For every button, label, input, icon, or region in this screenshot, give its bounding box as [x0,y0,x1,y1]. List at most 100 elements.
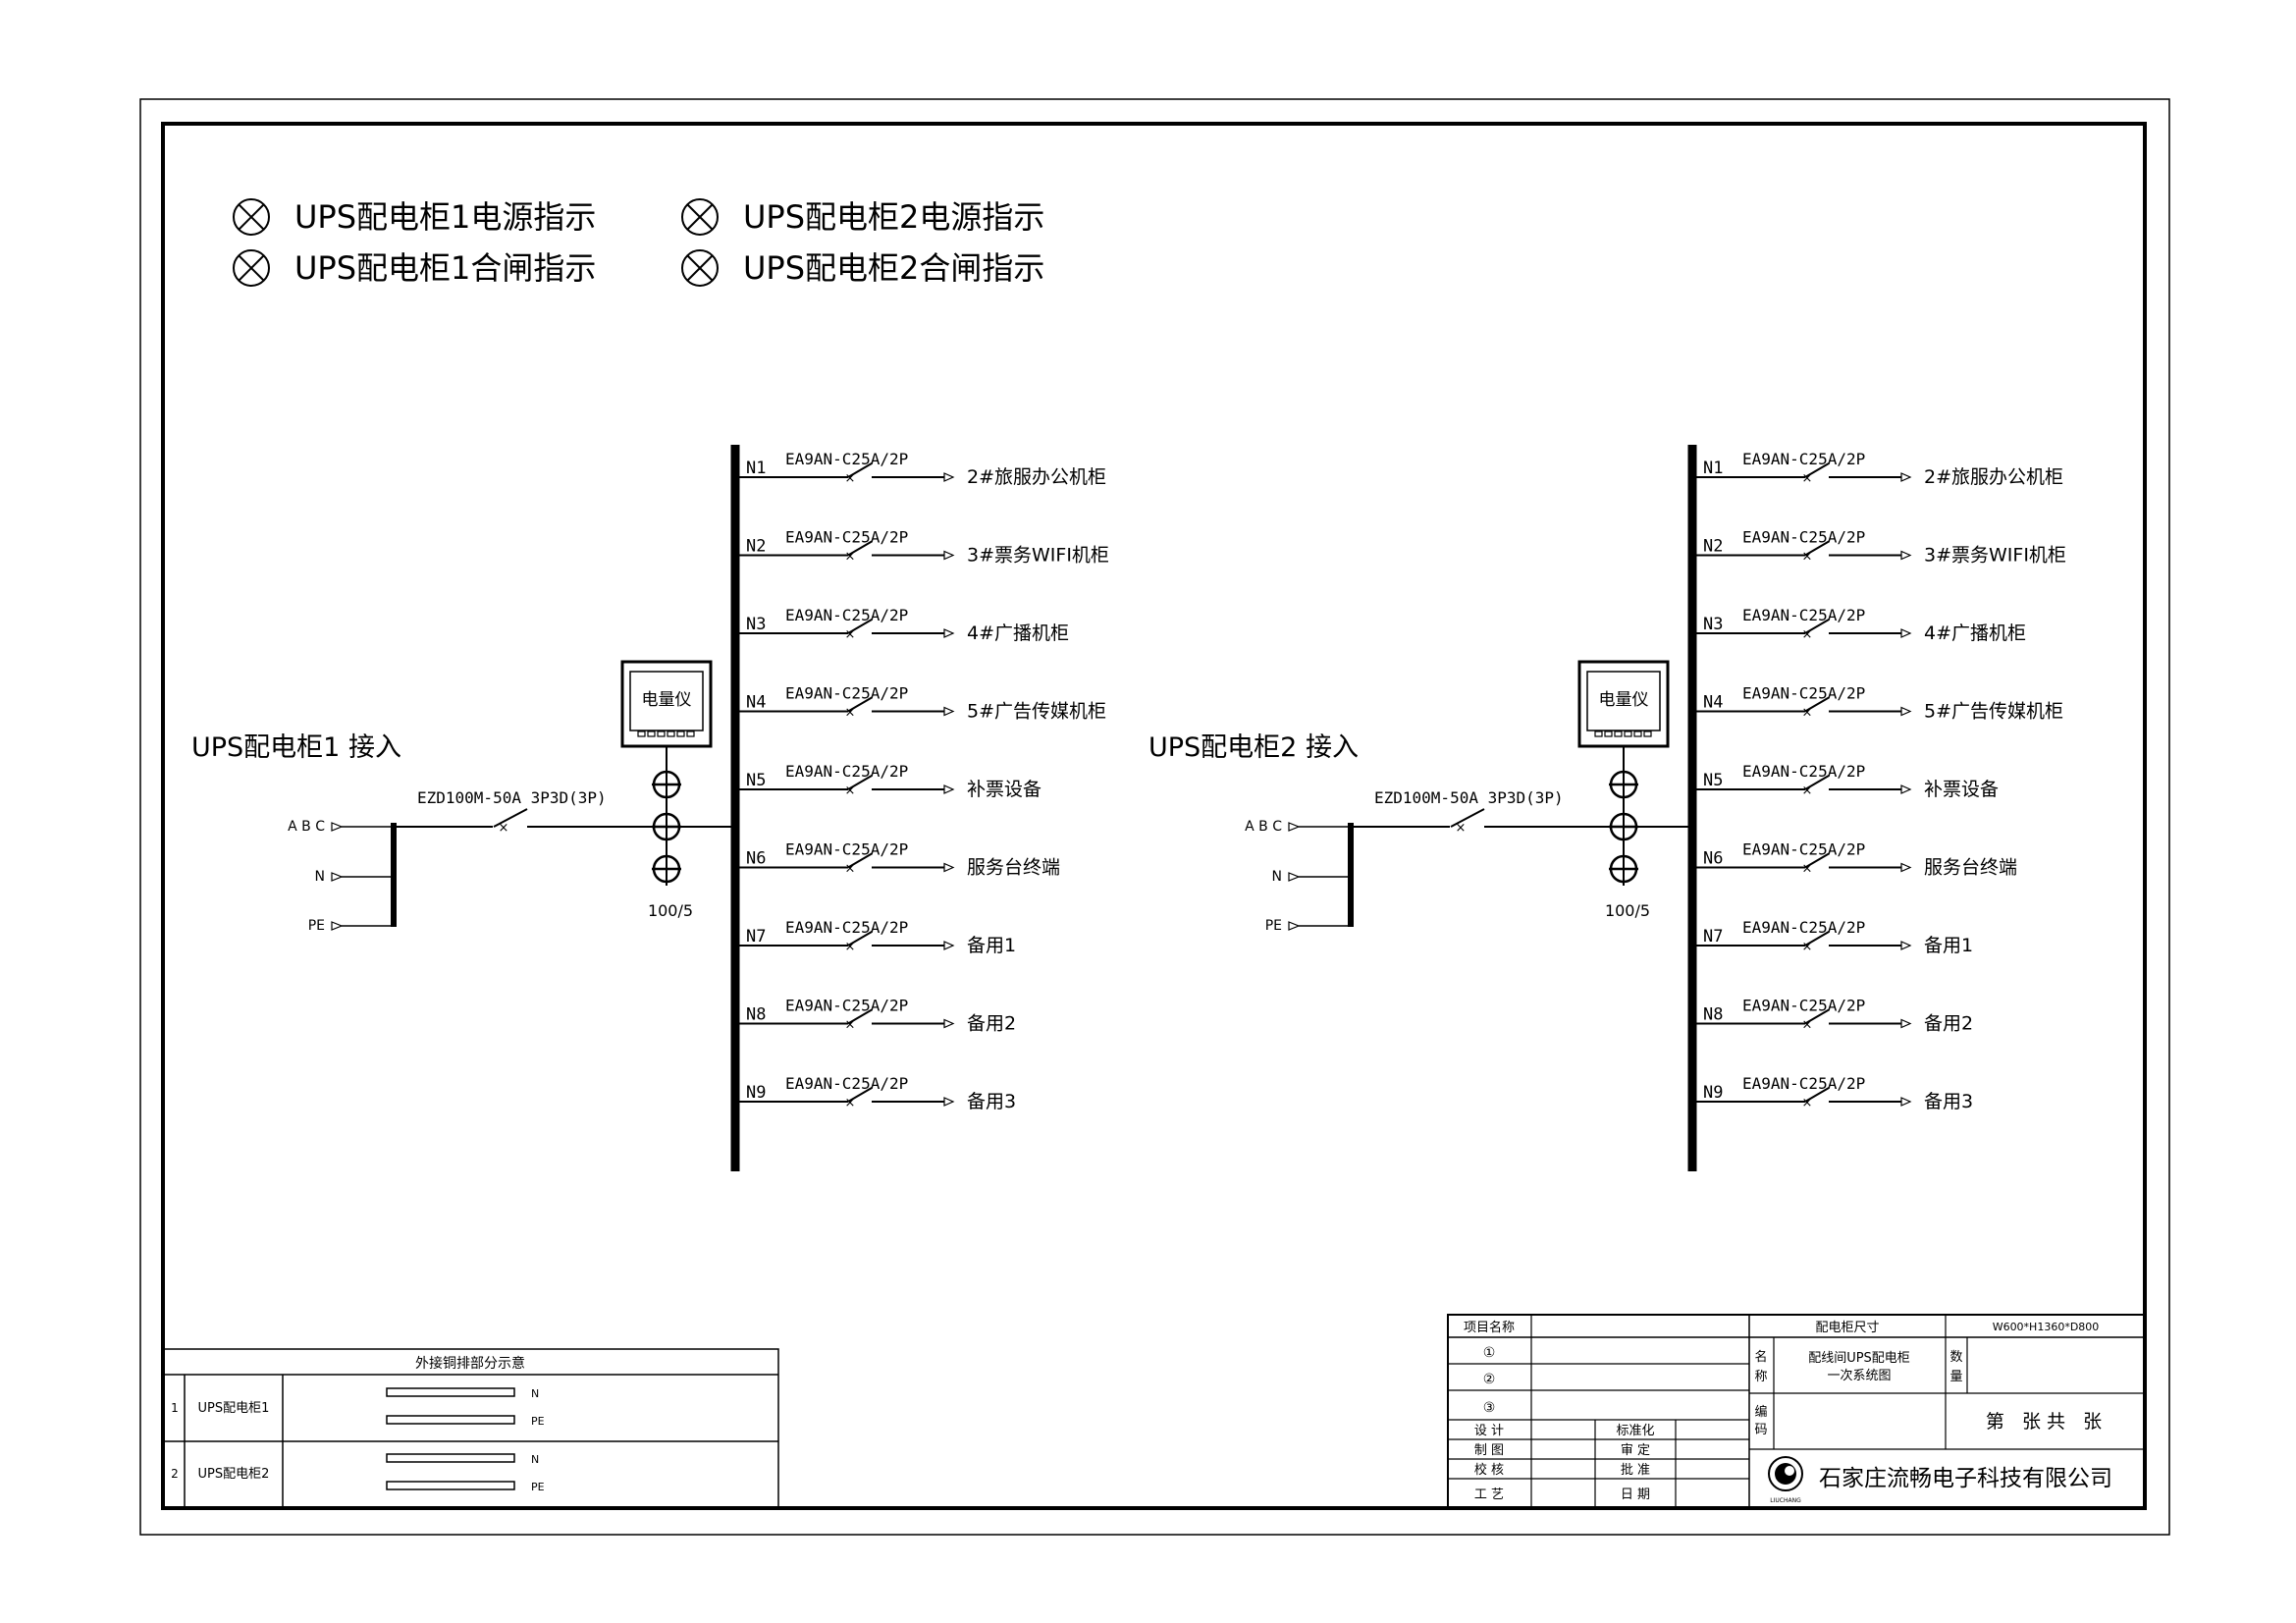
breaker-mark-icon: × [845,940,856,954]
circuit-id: N6 [1703,849,1723,869]
breaker-blade [1804,775,1830,790]
circuit-breaker-label: EA9AN-C25A/2P [1742,450,1865,468]
main-breaker-label: EZD100M-50A 3P3D(3P) [417,788,607,807]
breaker-mark-icon: × [845,862,856,877]
output-arrow-icon [943,1097,955,1107]
busbar-row-name: UPS配电柜2 [198,1467,270,1482]
sheet-count-text: 第 张 共 张 [1986,1411,2102,1433]
circuit-id: N6 [746,849,766,869]
breaker-mark-icon: × [1802,706,1813,721]
output-arrow-icon [1900,706,1912,717]
circuit-load-label: 备用2 [967,1013,1016,1035]
input-label: PE [308,918,325,934]
meter-button-icon [667,730,675,737]
ct-ratio-label: 100/5 [1605,901,1650,920]
breaker-blade [847,619,873,634]
breaker-mark-icon: × [845,1096,856,1110]
circuit-breaker-label: EA9AN-C25A/2P [785,1074,908,1093]
input-label: A B C [288,819,325,835]
project-name-label: 项目名称 [1464,1320,1515,1335]
name-label: 称 [1754,1370,1767,1384]
input-arrow-icon [1288,872,1301,882]
current-transformer-icon [652,770,681,799]
busbar-row-number: 2 [171,1467,179,1481]
busbar-table: 外接铜排部分示意 1 UPS配电柜1 N PE 2 UPS配电柜2 N PE [162,1348,779,1509]
role-date: 日 期 [1621,1488,1650,1502]
circuit-load-label: 备用3 [967,1091,1016,1112]
circuit-load-label: 服务台终端 [1924,857,2017,879]
meter-button-icon [657,730,666,737]
circuit-id: N4 [746,693,766,713]
circuit-id: N7 [746,927,766,947]
output-arrow-icon [943,862,955,873]
pe-busbar-shape [386,1415,515,1425]
breaker-mark-icon: × [845,706,856,721]
input-label: N [315,869,325,885]
input-arrow-icon [1288,822,1301,832]
circuit-id: N3 [746,615,766,634]
power-meter-label: 电量仪 [1599,690,1649,710]
circuit-load-label: 5#广告传媒机柜 [1924,701,2063,723]
circuit-id: N1 [746,459,766,478]
circuit-id: N8 [1703,1005,1723,1025]
breaker-blade [847,540,873,557]
busbar-label-n: N [531,1387,539,1400]
cabinet-title: UPS配电柜2 接入 [1148,732,1359,763]
breaker-mark-icon: × [845,627,856,642]
circuit-load-label: 备用1 [967,935,1016,956]
output-arrow-icon [943,550,955,561]
circuit-breaker-label: EA9AN-C25A/2P [1742,606,1865,624]
breaker-blade [1804,540,1830,557]
breaker-mark-icon: × [845,471,856,486]
company-name: 石家庄流畅电子科技有限公司 [1819,1466,2112,1491]
current-transformer-icon [1609,854,1638,884]
circled-item-3: ③ [1483,1400,1496,1416]
main-breaker-label: EZD100M-50A 3P3D(3P) [1374,788,1564,807]
busbar-label-pe: PE [531,1481,545,1493]
breaker-blade [1804,696,1830,713]
circuit-load-label: 备用2 [1924,1013,1973,1035]
output-arrow-icon [1900,628,1912,638]
circuit-load-label: 备用3 [1924,1091,1973,1112]
legend-item-cabinet2-closing: UPS配电柜2合闸指示 [743,249,1044,287]
role-drafting: 制 图 [1474,1443,1504,1458]
circled-item-1: ① [1483,1345,1496,1361]
circuit-id: N2 [746,537,766,557]
meter-button-icon [637,730,646,737]
output-arrow-icon [1900,941,1912,950]
breaker-blade [847,462,873,478]
circuit-id: N5 [1703,771,1723,790]
current-transformer-icon [652,854,681,884]
main-breaker-blade [1450,808,1485,828]
circuit-breaker-label: EA9AN-C25A/2P [1742,762,1865,781]
qty-label: 量 [1949,1370,1962,1384]
role-standardization: 标准化 [1616,1424,1654,1438]
circuit-id: N8 [746,1005,766,1025]
meter-button-icon [1643,730,1652,737]
input-label: N [1272,869,1282,885]
n-busbar-shape [386,1453,515,1463]
circuit-breaker-label: EA9AN-C25A/2P [1742,918,1865,937]
meter-button-icon [686,730,695,737]
busbar-table-title: 外接铜排部分示意 [415,1355,525,1372]
output-arrow-icon [943,628,955,638]
input-arrow-icon [331,872,344,882]
breaker-blade [1804,1008,1830,1025]
breaker-blade [847,775,873,790]
breaker-mark-icon: × [1802,1096,1813,1110]
indicator-lamp-icon [681,249,719,287]
meter-button-icon [1633,730,1642,737]
legend-item-cabinet1-closing: UPS配电柜1合闸指示 [294,249,596,287]
input-label: A B C [1245,819,1282,835]
circuit-id: N9 [1703,1083,1723,1103]
